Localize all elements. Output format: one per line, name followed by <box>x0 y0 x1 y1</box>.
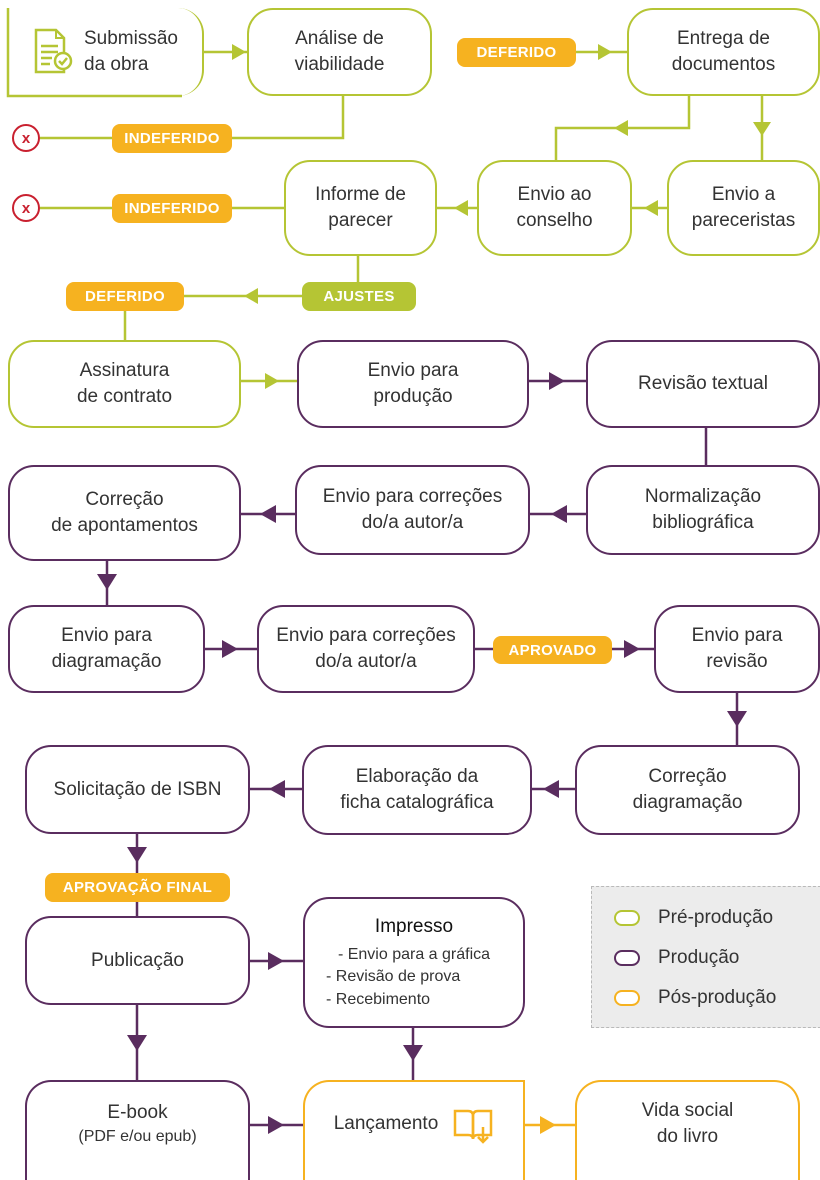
node-informe-de-parecer: Informe de parecer <box>284 160 437 256</box>
document-check-icon <box>34 28 73 74</box>
node-solicitacao-de-isbn: Solicitação de ISBN <box>25 745 250 834</box>
label-indeferido: INDEFERIDO <box>112 124 232 153</box>
label-indeferido: INDEFERIDO <box>112 194 232 223</box>
legend-label-pre: Pré-produção <box>658 907 774 928</box>
node-correcao-de-apontamentos: Correção de apontamentos <box>8 465 241 561</box>
reject-x-icon: x <box>12 124 40 152</box>
node-lancamento: Lançamento <box>303 1080 525 1180</box>
label-ajustes: AJUSTES <box>302 282 416 311</box>
impresso-item: - Revisão de prova <box>326 968 461 986</box>
node-envio-para-producao: Envio para produção <box>297 340 529 428</box>
node-envio-para-diagramacao: Envio para diagramação <box>8 605 205 693</box>
legend-swatch-pre <box>614 910 640 926</box>
node-normalizacao-bibliografica: Normalização bibliográfica <box>586 465 820 555</box>
node-analise-de-viabilidade: Análise de viabilidade <box>247 8 432 96</box>
node-elaboracao-da-ficha-catalografica: Elaboração da ficha catalográfica <box>302 745 532 835</box>
legend-swatch-pos <box>614 990 640 1006</box>
node-envio-a-pareceristas: Envio a pareceristas <box>667 160 820 256</box>
node-envio-para-correcoes: Envio para correções do/a autor/a <box>295 465 530 555</box>
node-e-book: E-book (PDF e/ou epub) <box>25 1080 250 1180</box>
node-envio-para-revisao: Envio para revisão <box>654 605 820 693</box>
label-aprovado: APROVADO <box>493 636 612 664</box>
node-revisao-textual: Revisão textual <box>586 340 820 428</box>
impresso-title: Impresso <box>374 916 454 938</box>
node-envio-para-correcoes: Envio para correções do/a autor/a <box>257 605 475 693</box>
node-publicacao: Publicação <box>25 916 250 1005</box>
legend-label-pos: Pós-produção <box>658 987 777 1008</box>
legend-item-pre-producao: Pré-produção <box>614 907 773 929</box>
impresso-item: - Recebimento <box>326 990 431 1008</box>
legend-label-prod: Produção <box>658 947 740 968</box>
label-deferido: DEFERIDO <box>66 282 184 311</box>
legend-item-pos-producao: Pós-produção <box>614 987 776 1009</box>
node-impresso: Impresso - Envio para a gráfica - Revisã… <box>303 897 525 1028</box>
legend-item-producao: Produção <box>614 947 739 969</box>
node-vida-social-do-livro: Vida social do livro <box>575 1080 800 1180</box>
label-aprovacao-final: APROVAÇÃO FINAL <box>45 873 230 902</box>
node-submissao-da-obra: Submissão da obra <box>8 8 204 96</box>
node-envio-ao-conselho: Envio ao conselho <box>477 160 632 256</box>
legend: Pré-produção Produção Pós-produção <box>591 886 820 1028</box>
impresso-item: - Envio para a gráfica <box>337 945 491 963</box>
label-deferido: DEFERIDO <box>457 38 576 67</box>
node-entrega-de-documentos: Entrega de documentos <box>627 8 820 96</box>
open-book-download-icon <box>454 1109 493 1144</box>
reject-x-icon: x <box>12 194 40 222</box>
node-assinatura-de-contrato: Assinatura de contrato <box>8 340 241 428</box>
legend-swatch-prod <box>614 950 640 966</box>
node-correcao-diagramacao: Correção diagramação <box>575 745 800 835</box>
